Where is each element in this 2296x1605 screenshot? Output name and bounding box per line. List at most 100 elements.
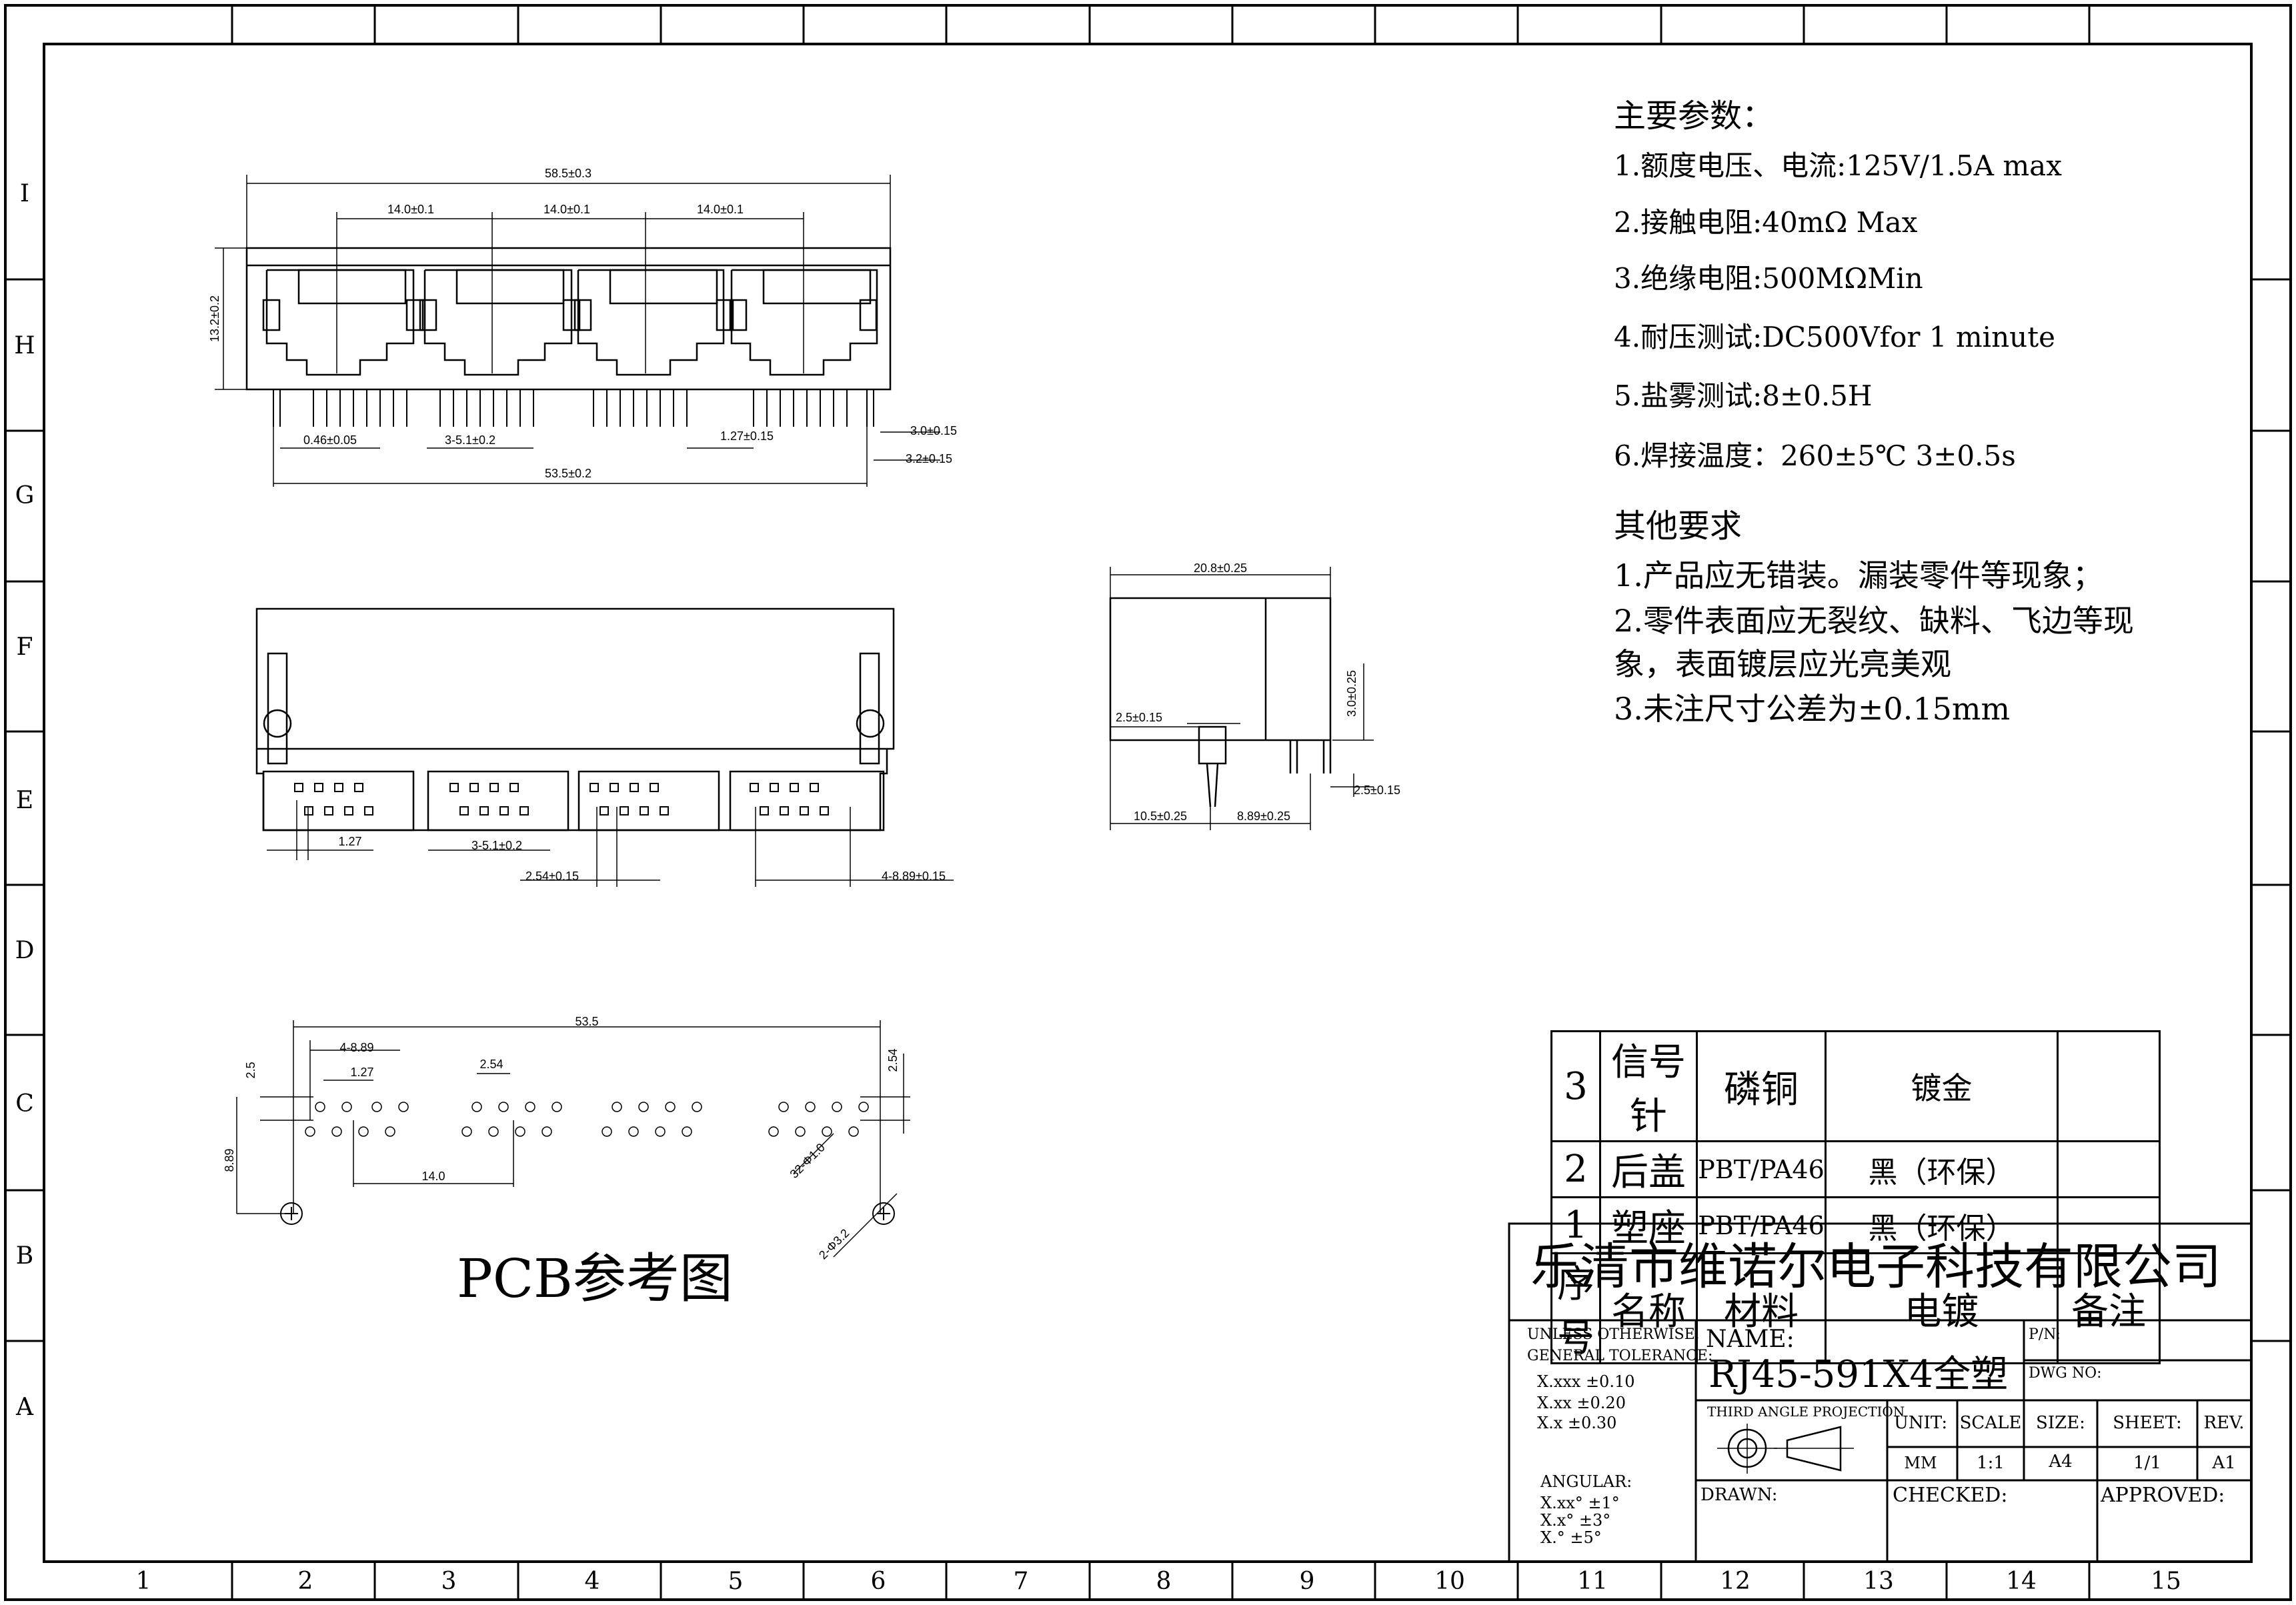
bom-row: 2 后盖 PBT/PA46 黑（环保）: [1550, 1140, 2161, 1198]
row-letter: B: [16, 1242, 33, 1270]
row-letter: I: [20, 180, 29, 207]
row-letters: I H G F E D C B A: [14, 180, 35, 1421]
dim-holes: 32-Φ1.0: [788, 1141, 828, 1181]
angular-heading: ANGULAR:: [1540, 1472, 1632, 1491]
dim-pin-group: 3-5.1±0.2: [445, 433, 495, 447]
bom-row: 3 信号针 磷铜 镀金: [1550, 1030, 2161, 1142]
column-dividers: [5, 5, 2291, 1600]
bom-material: PBT/PA46: [1696, 1140, 1827, 1198]
col-num: 8: [1156, 1568, 1172, 1595]
tol-line: X.xx ±0.20: [1537, 1394, 1626, 1412]
scale-value: 1:1: [1977, 1453, 2005, 1473]
spec-item: 3.绝缘电阻:500MΩMin: [1614, 262, 1923, 295]
bom-header-no: 序号: [1550, 1252, 1601, 1364]
requirements-heading: 其他要求: [1614, 507, 1743, 545]
side-view: [1109, 567, 1374, 830]
bom-header-note: 备注: [2057, 1252, 2161, 1364]
dim-span: 14.0: [421, 1170, 445, 1183]
spec-item: 4.耐压测试:DC500Vfor 1 minute: [1614, 321, 2055, 353]
dim-overall-width: 58.5±0.3: [545, 167, 592, 180]
col-num: 14: [2006, 1568, 2037, 1595]
bom-plating: 镀金: [1825, 1030, 2059, 1142]
dim-pitch: 1.27: [350, 1066, 373, 1079]
dwg-label: DWG NO:: [2029, 1365, 2102, 1382]
rev-label: REV.: [2203, 1413, 2244, 1433]
rev-value: A1: [2211, 1453, 2235, 1473]
bom-material: PBT/PA46: [1696, 1196, 1827, 1254]
spec-item: 5.盐雾测试:8±0.5H: [1614, 379, 1873, 412]
pcb-title: PCB参考图: [457, 1248, 733, 1310]
unit-value: MM: [1904, 1454, 1937, 1472]
requirement-item: 3.未注尺寸公差为±0.15mm: [1614, 691, 2011, 727]
projection-label: THIRD ANGLE PROJECTION: [1707, 1404, 1905, 1420]
row-letter: E: [16, 787, 33, 814]
bom-name: 后盖: [1599, 1140, 1698, 1198]
front-view: [215, 175, 940, 487]
bom-note: [2057, 1030, 2161, 1142]
col-num: 6: [871, 1568, 886, 1595]
dim-offset-1: 10.5±0.25: [1134, 810, 1187, 823]
row-letter: G: [15, 482, 35, 509]
dim-edge-1: 3.0±0.15: [910, 424, 957, 437]
dim-pitch: 1.27: [338, 835, 361, 848]
row-letter: A: [15, 1394, 34, 1421]
jack-opening: [423, 269, 573, 376]
pcb-dims: 53.5 4-8.89 1.27 2.54 2.5 2.54 8.89 14.0…: [223, 1015, 900, 1262]
col-num: 5: [728, 1568, 744, 1595]
tol-line: X.xxx ±0.10: [1537, 1372, 1635, 1391]
jack-opening: [265, 269, 415, 376]
requirement-item: 象，表面镀层应光亮美观: [1614, 646, 1951, 682]
bom-name: 信号针: [1599, 1030, 1698, 1142]
col-num: 15: [2151, 1568, 2181, 1595]
size-label: SIZE:: [2036, 1413, 2085, 1433]
row-letter: C: [15, 1090, 34, 1118]
column-numbers: 1 2 3 4 5 6 7 8 9 10 11 12 13 14 15: [136, 1568, 2181, 1595]
bom-plating: 黑（环保）: [1825, 1140, 2059, 1198]
dim-height: 13.2±0.2: [208, 295, 221, 342]
col-num: 1: [136, 1568, 151, 1595]
spec-item: 2.接触电阻:40mΩ Max: [1614, 206, 1918, 239]
dim-height: 8.89: [223, 1148, 236, 1172]
requirement-item: 2.零件表面应无裂纹、缺料、飞边等现: [1614, 603, 2134, 639]
jack-opening: [730, 269, 878, 376]
bom-no: 2: [1550, 1140, 1601, 1198]
dim-row: 2.54: [479, 1058, 503, 1071]
bom-header-row: 序号 名称 材料 电镀 备注: [1550, 1252, 2161, 1364]
spec-item: 1.额度电压、电流:125V/1.5A max: [1614, 149, 2062, 182]
drawn-label: DRAWN:: [1700, 1485, 1777, 1505]
bom-no: 3: [1550, 1030, 1601, 1142]
dim-offset-2: 8.89±0.25: [1237, 810, 1290, 823]
ang-line: X.x° ±3°: [1540, 1511, 1610, 1530]
dim-right-edge: 2.54: [886, 1048, 900, 1072]
specs-heading: 主要参数：: [1614, 97, 1775, 135]
sheet-value: 1/1: [2133, 1453, 2161, 1473]
dim-pitch: 14.0±0.1: [387, 203, 434, 216]
checked-label: CHECKED:: [1893, 1484, 2007, 1507]
bom-plating: 黑（环保）: [1825, 1196, 2059, 1254]
spec-item: 6.焊接温度：260±5℃ 3±0.5s: [1614, 439, 2016, 472]
side-view-dims: 20.8±0.25 3.0±0.25 2.5±0.15 2.5±0.15 10.…: [1116, 561, 1400, 823]
col-num: 3: [441, 1568, 457, 1595]
col-num: 11: [1577, 1568, 1608, 1595]
outer-frame: [4, 4, 2292, 1601]
size-value: A4: [2048, 1452, 2072, 1472]
dim-depth: 20.8±0.25: [1194, 561, 1247, 575]
bom-note: [2057, 1196, 2161, 1254]
dim-pitch: 14.0±0.1: [543, 203, 590, 216]
approved-label: APPROVED:: [2100, 1484, 2225, 1507]
dim-group: 3-5.1±0.2: [471, 839, 522, 852]
unit-label: UNIT:: [1894, 1413, 1947, 1433]
dim-pitch: 14.0±0.1: [697, 203, 744, 216]
bottom-view-dims: 1.27 3-5.1±0.2 2.54±0.15 4-8.89±0.15: [338, 835, 946, 883]
col-num: 9: [1300, 1568, 1315, 1595]
front-view-dims: 58.5±0.3 14.0±0.1 14.0±0.1 14.0±0.1 13.2…: [208, 167, 957, 480]
col-num: 12: [1720, 1568, 1751, 1595]
dim-height: 3.0±0.25: [1345, 670, 1358, 717]
col-num: 4: [585, 1568, 600, 1595]
bom-no: 1: [1550, 1196, 1601, 1254]
dim-left-edge: 2.5: [244, 1062, 257, 1078]
dim-post: 2.5±0.15: [1116, 711, 1162, 724]
dim-edge-2: 3.2±0.15: [906, 452, 952, 465]
col-num: 7: [1014, 1568, 1029, 1595]
scale-label: SCALE: [1960, 1413, 2022, 1433]
